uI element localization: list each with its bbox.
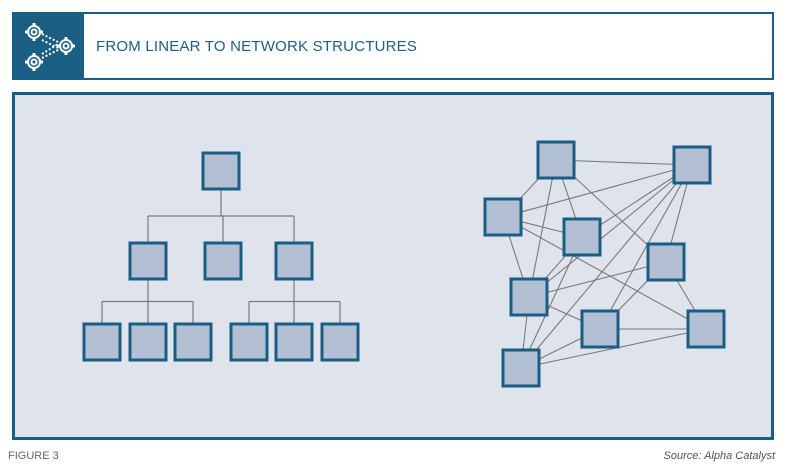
network-node: [536, 140, 576, 180]
hierarchy-edges: [101, 189, 341, 324]
network-edge: [502, 216, 707, 330]
network-node: [672, 145, 712, 185]
network-edge: [599, 164, 693, 330]
figure-title: FROM LINEAR TO NETWORK STRUCTURES: [96, 38, 418, 55]
figure-label: FIGURE 3: [8, 450, 59, 462]
hierarchy-node: [128, 322, 168, 362]
network-node: [562, 217, 602, 257]
network-node: [646, 242, 686, 282]
hierarchy-node: [274, 241, 314, 281]
gears-network-icon: [14, 14, 84, 78]
network-edge: [528, 261, 667, 298]
source-credit: Source: Alpha Catalyst: [663, 450, 775, 462]
hierarchy-node: [274, 322, 314, 362]
network-edge: [528, 164, 693, 298]
network-node: [501, 348, 541, 388]
network-edge: [520, 236, 583, 369]
network-node: [686, 309, 726, 349]
hierarchy-node: [229, 322, 269, 362]
hierarchy-node: [203, 241, 243, 281]
figure-header: FROM LINEAR TO NETWORK STRUCTURES: [12, 12, 774, 80]
hierarchy-node: [173, 322, 213, 362]
hierarchy-nodes: [82, 151, 360, 362]
network-edge: [502, 164, 693, 218]
hierarchy-node: [320, 322, 360, 362]
network-node: [580, 309, 620, 349]
network-node: [483, 197, 523, 237]
hierarchy-node: [82, 322, 122, 362]
network-nodes: [483, 140, 726, 388]
hierarchy-node: [128, 241, 168, 281]
hierarchy-node: [201, 151, 241, 191]
network-edge: [520, 164, 693, 369]
network-edge: [528, 159, 557, 298]
network-edge: [555, 159, 693, 166]
network-node: [509, 277, 549, 317]
